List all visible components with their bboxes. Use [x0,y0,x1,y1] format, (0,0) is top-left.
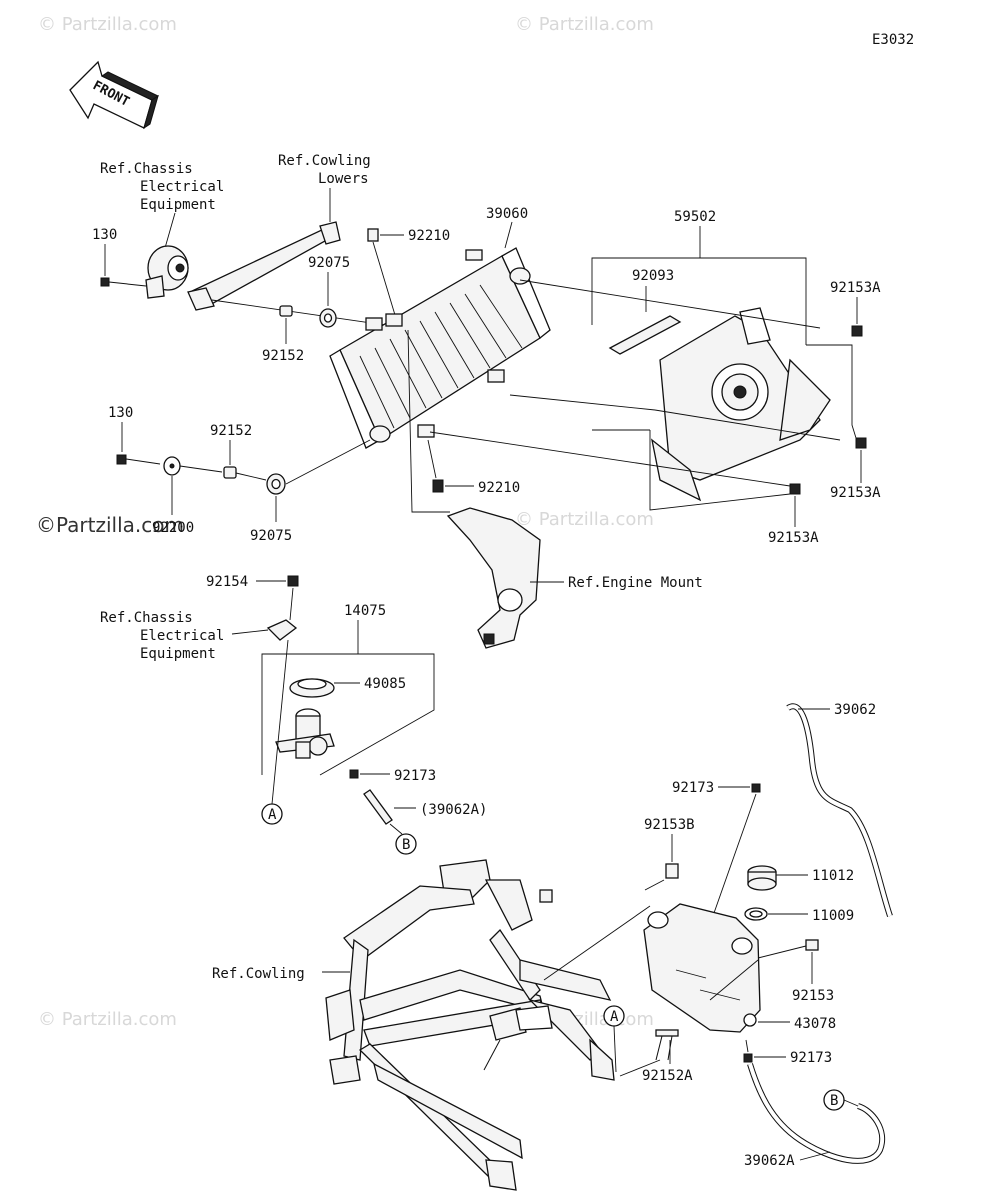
radiator-cap-49085 [289,678,335,698]
part-49085: 49085 [364,676,406,692]
radiator-39060 [329,247,551,449]
seal-92093 [608,315,682,355]
grommet-92075-upper [319,308,337,328]
ref-chassis-mid-line3: Equipment [140,646,216,662]
part-14075: 14075 [344,603,386,619]
ref-chassis-mid-line2: Electrical [140,628,224,644]
front-arrow-icon: FRONT [69,60,160,130]
diagram-code: E3032 [872,32,914,48]
part-92210-upper: 92210 [408,228,450,244]
svg-text:B: B [830,1093,838,1109]
clip-92210-lower [432,479,444,493]
bolt-92153b [665,863,679,879]
ref-cowling-lowers-line2: Lowers [318,171,369,187]
callout-a-right: A [603,1005,625,1027]
callout-a-left: A [261,803,283,825]
ref-cowling-lowers-line1: Ref.Cowling [278,153,371,169]
fan-assembly-59502 [651,307,831,502]
hose-39062 [786,703,893,917]
callout-b-left: B [395,833,417,855]
part-11012: 11012 [812,868,854,884]
part-92075-lower: 92075 [250,528,292,544]
bolt-130-upper [100,277,147,287]
part-92173-mid: 92173 [672,780,714,796]
part-92093: 92093 [632,268,674,284]
part-39060: 39060 [486,206,528,222]
svg-text:B: B [402,837,410,853]
ref-engine-mount: Ref.Engine Mount [568,575,703,591]
cowling-stay-frame [325,859,615,1191]
horn-bracket-part [187,221,341,311]
ref-chassis-line2: Electrical [140,179,224,195]
part-92075-upper: 92075 [308,255,350,271]
screw-92153a-3 [789,483,801,495]
part-92153a-1: 92153A [830,280,881,296]
watermark-brand: ©Partzilla.com [36,513,184,537]
screw-92153a-2 [855,437,867,449]
callout-b-right: B [823,1089,845,1111]
watermark: © Partzilla.com [515,14,654,35]
screw-92153a-1 [851,325,863,337]
bolt-130-lower [116,454,161,465]
part-59502: 59502 [674,209,716,225]
filler-neck [275,708,335,759]
part-92153b: 92153B [644,817,695,833]
part-39062a-paren: (39062A) [420,802,487,818]
part-39062a: 39062A [744,1153,795,1169]
bolt-92153 [757,939,819,959]
ref-chassis-line3: Equipment [140,197,216,213]
part-92210-lower: 92210 [478,480,520,496]
part-43078: 43078 [794,1016,836,1032]
engine-mount-bracket [446,507,541,649]
part-92152-lower: 92152 [210,423,252,439]
part-130-lower: 130 [108,405,133,421]
watermark: © Partzilla.com [38,14,177,35]
reservoir-cap-11012 [747,865,777,891]
hose-39062a-short [363,789,393,825]
part-92153a-2: 92153A [830,485,881,501]
part-92152a: 92152A [642,1068,693,1084]
bracket-chassis-mid [266,619,298,641]
clamp-92173-upper [349,769,359,779]
ref-chassis-mid-line1: Ref.Chassis [100,610,193,626]
part-92173-upper: 92173 [394,768,436,784]
watermark: © Partzilla.com [38,1009,177,1030]
part-92200: 92200 [152,520,194,536]
horn-part [145,245,189,299]
watermark: © Partzilla.com [515,509,654,530]
part-92153: 92153 [792,988,834,1004]
grommet-92075-lower [266,473,286,495]
clamp-92173-mid [751,783,761,793]
part-130-upper: 130 [92,227,117,243]
part-92154: 92154 [206,574,248,590]
part-92153a-3: 92153A [768,530,819,546]
ref-cowling: Ref.Cowling [212,966,305,982]
part-11009: 11009 [812,908,854,924]
svg-text:A: A [610,1009,619,1025]
reservoir-tank [643,903,761,1033]
clip-92210-upper [367,228,379,242]
gasket-11009 [744,907,768,921]
clamp-92173-lower [743,1053,753,1063]
washer-92200 [163,456,181,476]
part-92173-lower: 92173 [790,1050,832,1066]
part-39062: 39062 [834,702,876,718]
bolt-92154 [287,575,299,587]
hose-39062a [747,1063,885,1164]
collar-92152a [655,1029,679,1061]
svg-text:A: A [268,807,277,823]
part-92152-upper: 92152 [262,348,304,364]
spacer-92152-upper [279,305,293,317]
spacer-92152-lower [223,466,237,479]
ref-chassis-line1: Ref.Chassis [100,161,193,177]
